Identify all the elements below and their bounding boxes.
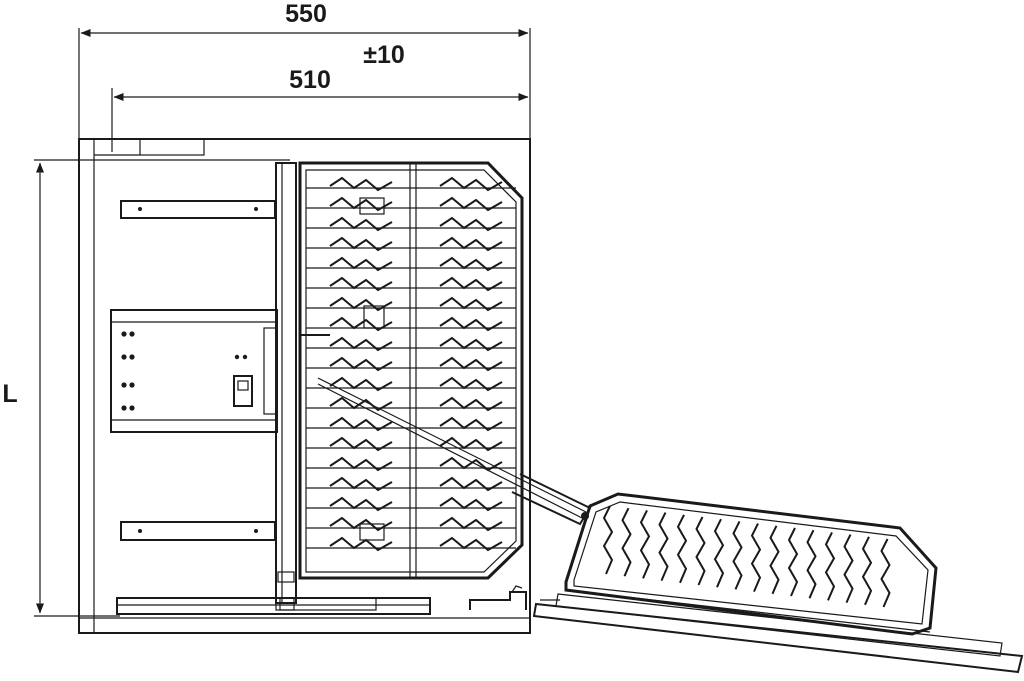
mounting-plate (110, 309, 278, 433)
rack-zigzag-wire (713, 518, 725, 588)
rack-zigzag-wire (732, 520, 743, 590)
dimension-tolerance-label: ±10 (363, 41, 405, 69)
lower-runner (120, 521, 276, 541)
rack-zigzag-wire (639, 509, 651, 579)
rack-zigzag-wire (439, 436, 503, 452)
upper-runner (120, 200, 276, 219)
rack-zigzag-wire (439, 516, 503, 532)
rack-zigzag-wire (329, 416, 393, 432)
rack-zigzag-wire (329, 476, 393, 492)
rack-zigzag-wire (439, 256, 503, 272)
rack-zigzag-wire (439, 176, 503, 192)
dimension-510-label: 510 (289, 66, 331, 94)
rack-zigzag-wire (439, 236, 503, 252)
plate-rack-basket (298, 161, 524, 580)
rack-zigzag-wire (329, 516, 393, 532)
rack-zigzag-wire (329, 196, 393, 212)
rack-zigzag-wire (769, 525, 780, 595)
swung-out-plate-rack (564, 492, 938, 636)
rack-zigzag-wire (621, 507, 632, 577)
bottom-rail (116, 597, 431, 615)
rack-zigzag-wire (861, 536, 873, 606)
rack-zigzag-wire (880, 538, 891, 608)
rack-zigzag-wire (329, 176, 393, 192)
rack-zigzag-wire (843, 534, 854, 603)
rack-zigzag-wire (329, 296, 393, 312)
rack-zigzag-wire (329, 336, 393, 352)
swung-out-door (532, 593, 1024, 674)
rack-zigzag-wire (329, 276, 393, 292)
rack-zigzag-wire (329, 236, 393, 252)
rack-zigzag-wire (439, 496, 503, 512)
rack-zigzag-wire (329, 316, 393, 332)
rack-zigzag-wire (329, 536, 393, 552)
rack-zigzag-wire (439, 376, 503, 392)
rack-zigzag-wire (439, 536, 503, 552)
rack-zigzag-wire (329, 216, 393, 232)
dimension-depth-L: L (2, 159, 290, 617)
rack-zigzag-wire (806, 529, 817, 599)
rack-zigzag-wire (439, 316, 503, 332)
rack-zigzag-wire (329, 256, 393, 272)
rack-zigzag-wire (329, 356, 393, 372)
rack-zigzag-wire (439, 416, 503, 432)
linkage-arm (317, 377, 592, 526)
rack-zigzag-wire (439, 396, 503, 412)
rack-zigzag-wire (329, 376, 393, 392)
rack-zigzag-wire (439, 296, 503, 312)
rack-zigzag-wire (439, 216, 503, 232)
rack-zigzag-wire (439, 276, 503, 292)
rack-zigzag-wire (329, 456, 393, 472)
rack-zigzag-wire (824, 531, 836, 601)
rack-zigzag-wire (439, 356, 503, 372)
rack-zigzag-wire (439, 336, 503, 352)
rack-zigzag-wire (329, 496, 393, 512)
rack-zigzag-wire (695, 516, 706, 586)
rack-zigzag-wire (658, 512, 669, 581)
cabinet-outline (78, 138, 531, 634)
dimension-550: 550 ±10 (78, 0, 531, 140)
rack-zigzag-wire (439, 476, 503, 492)
rack-zigzag-wire (676, 514, 688, 584)
rack-zigzag-wire (439, 456, 503, 472)
rack-zigzag-wire (787, 527, 799, 597)
dimension-550-label: 550 (285, 0, 327, 28)
dimension-510: 510 (111, 66, 529, 152)
hinge-mechanism (469, 585, 527, 610)
rack-zigzag-wire (439, 196, 503, 212)
rack-zigzag-wire (750, 523, 762, 592)
pull-out-frame (275, 162, 297, 611)
dimension-depth-label: L (2, 380, 17, 408)
rack-zigzag-wire (329, 436, 393, 452)
rack-zigzag-wire (602, 505, 614, 575)
